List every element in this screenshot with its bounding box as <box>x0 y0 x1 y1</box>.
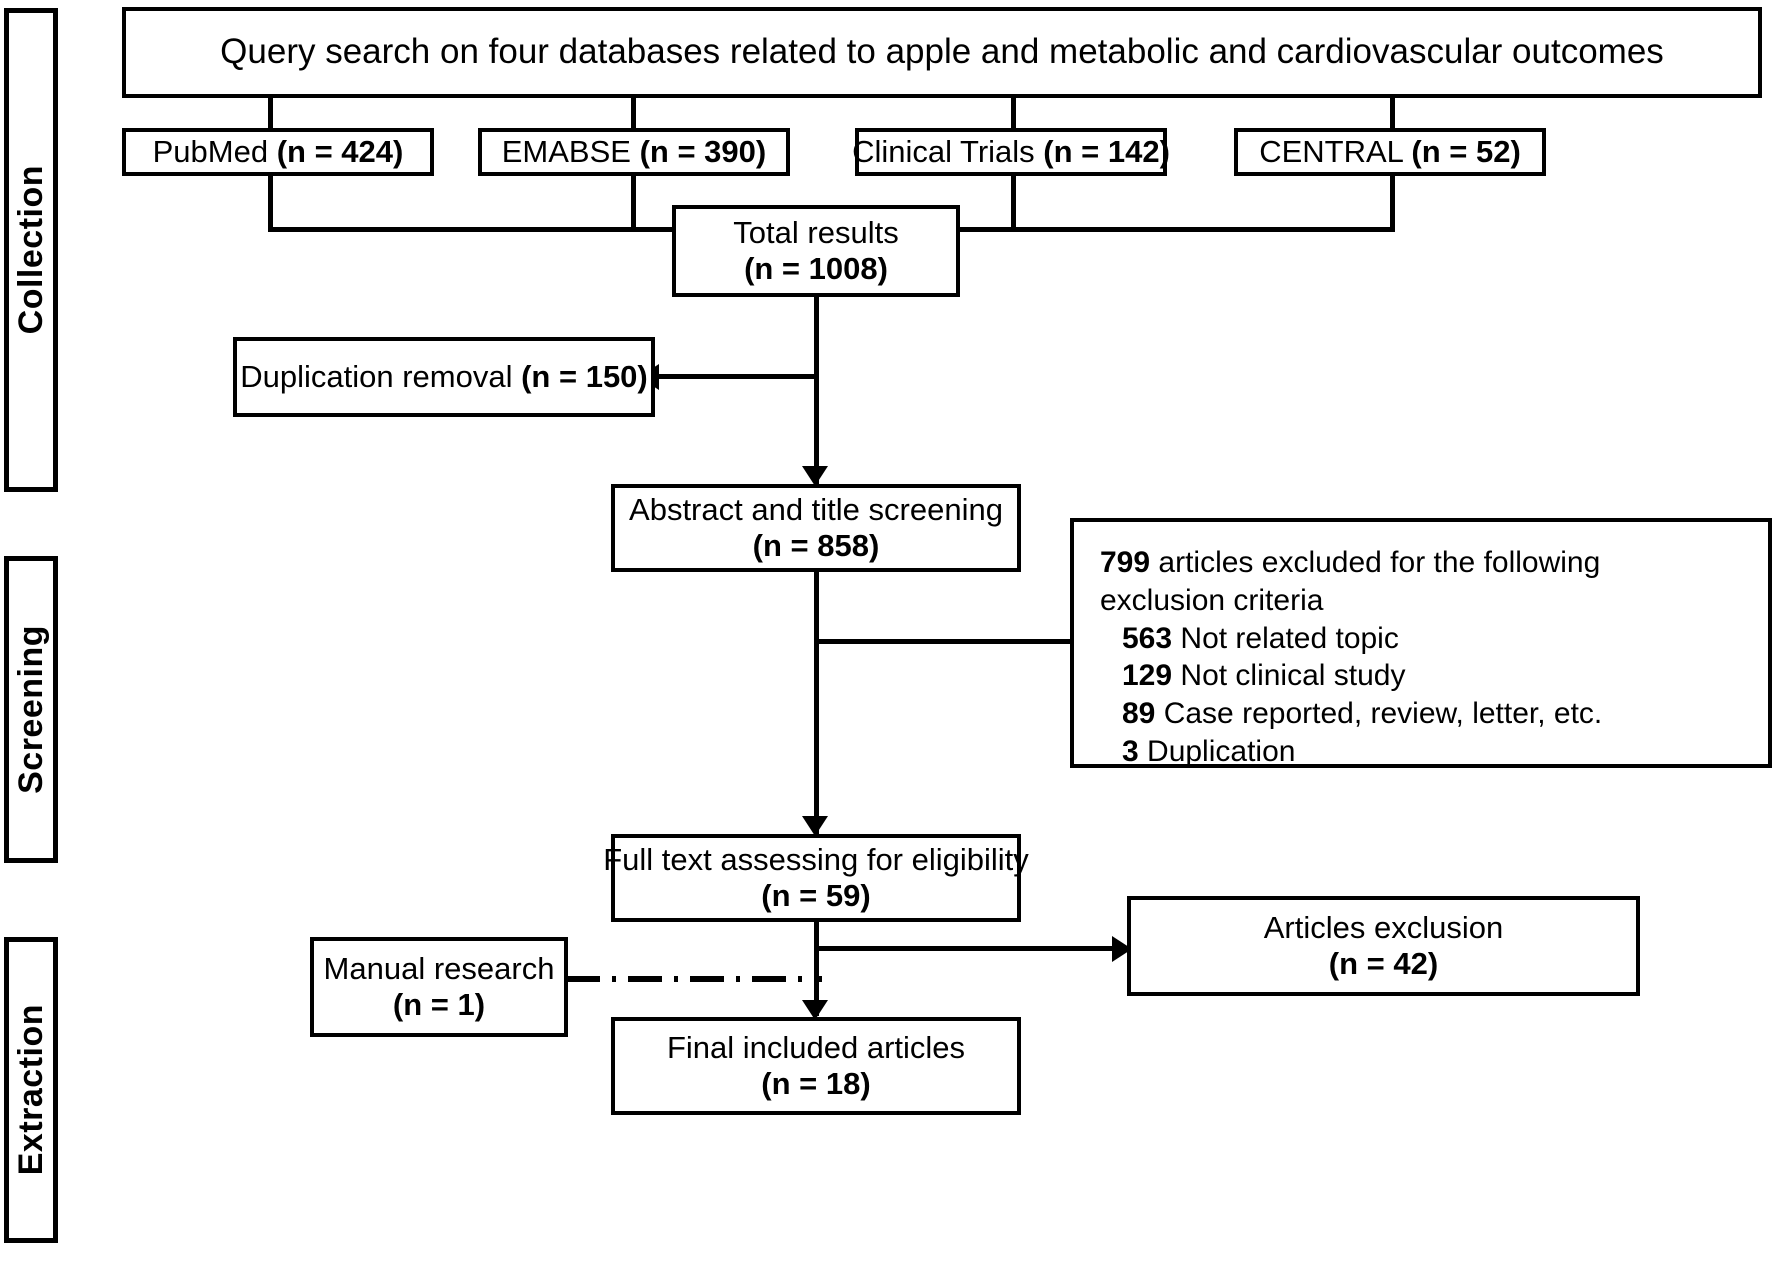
final-included-label: Final included articles <box>666 1030 966 1066</box>
connector-title-to-clinicaltrials <box>1011 98 1016 129</box>
stage-rail-extraction: Extraction <box>4 937 58 1243</box>
arrowhead-fulltext-to-final <box>802 1000 828 1020</box>
connector-screening-to-fulltext <box>814 572 819 834</box>
connector-fulltext-to-final <box>814 922 819 1016</box>
articles-exclusion-count: (n = 42) <box>1328 946 1439 981</box>
exclusion-criteria-headline: 799 articles excluded for the following … <box>1100 546 1601 617</box>
duplication-removal-box: Duplication removal (n = 150) <box>233 337 655 417</box>
abstract-title-screening-count: (n = 858) <box>752 528 880 563</box>
abstract-title-screening-label: Abstract and title screening <box>629 492 1003 528</box>
connector-total-to-screening <box>814 297 819 484</box>
articles-exclusion-label: Articles exclusion <box>1263 910 1504 946</box>
abstract-title-screening-box: Abstract and title screening (n = 858) <box>611 484 1021 572</box>
connector-clinicaltrials-down <box>1011 176 1016 232</box>
exclusion-criteria-item: 3 Duplication <box>1122 734 1296 768</box>
manual-research-label: Manual research <box>323 951 555 987</box>
manual-research-count: (n = 1) <box>392 987 486 1022</box>
query-search-box: Query search on four databases related t… <box>122 7 1762 98</box>
stage-label-extraction: Extraction <box>12 1004 50 1176</box>
connector-manual-research-dashdot <box>566 976 822 982</box>
connector-to-duplication-removal <box>655 374 817 379</box>
exclusion-criteria-item: 89 Case reported, review, letter, etc. <box>1122 697 1603 731</box>
database-label-central: CENTRAL (n = 52) <box>1259 134 1521 169</box>
stage-rail-collection: Collection <box>4 8 58 492</box>
arrowhead-screening-to-fulltext <box>802 816 828 836</box>
query-search-text: Query search on four databases related t… <box>220 32 1664 72</box>
final-included-articles-box: Final included articles (n = 18) <box>611 1017 1021 1115</box>
connector-merge-bus-left <box>268 227 768 232</box>
exclusion-criteria-box: 799 articles excluded for the following … <box>1070 518 1772 768</box>
connector-merge-bus-right <box>955 227 1395 232</box>
total-results-label: Total results <box>733 215 899 251</box>
connector-title-to-central <box>1390 98 1395 129</box>
stage-rail-screening: Screening <box>4 556 58 863</box>
total-results-box: Total results (n = 1008) <box>672 205 960 297</box>
articles-exclusion-box: Articles exclusion (n = 42) <box>1127 896 1640 996</box>
connector-to-exclusion-criteria <box>814 639 1140 644</box>
database-label-clinical-trials: Clinical Trials (n = 142) <box>852 134 1170 169</box>
connector-central-down <box>1390 176 1395 232</box>
connector-title-to-pubmed <box>268 98 273 129</box>
database-label-emabse: EMABSE (n = 390) <box>501 134 767 169</box>
database-label-pubmed: PubMed (n = 424) <box>152 134 404 169</box>
full-text-eligibility-label: Full text assessing for eligibility <box>603 842 1029 878</box>
full-text-eligibility-box: Full text assessing for eligibility (n =… <box>603 834 1029 922</box>
arrowhead-total-to-screening <box>802 466 828 486</box>
database-box-central: CENTRAL (n = 52) <box>1234 128 1546 176</box>
connector-pubmed-down <box>268 176 273 232</box>
connector-title-to-emabse <box>631 98 636 129</box>
manual-research-box: Manual research (n = 1) <box>310 937 568 1037</box>
database-box-pubmed: PubMed (n = 424) <box>122 128 434 176</box>
stage-label-collection: Collection <box>12 165 50 335</box>
total-results-count: (n = 1008) <box>744 251 888 286</box>
duplication-removal-label: Duplication removal (n = 150) <box>240 359 648 394</box>
final-included-count: (n = 18) <box>761 1066 871 1101</box>
database-box-clinical-trials: Clinical Trials (n = 142) <box>852 128 1170 176</box>
connector-emabse-down <box>631 176 636 232</box>
exclusion-criteria-item: 129 Not clinical study <box>1122 659 1406 693</box>
connector-to-articles-exclusion <box>814 946 1132 951</box>
full-text-eligibility-count: (n = 59) <box>761 878 871 913</box>
stage-label-screening: Screening <box>12 625 50 794</box>
exclusion-criteria-item: 563 Not related topic <box>1122 621 1399 655</box>
database-box-emabse: EMABSE (n = 390) <box>478 128 790 176</box>
